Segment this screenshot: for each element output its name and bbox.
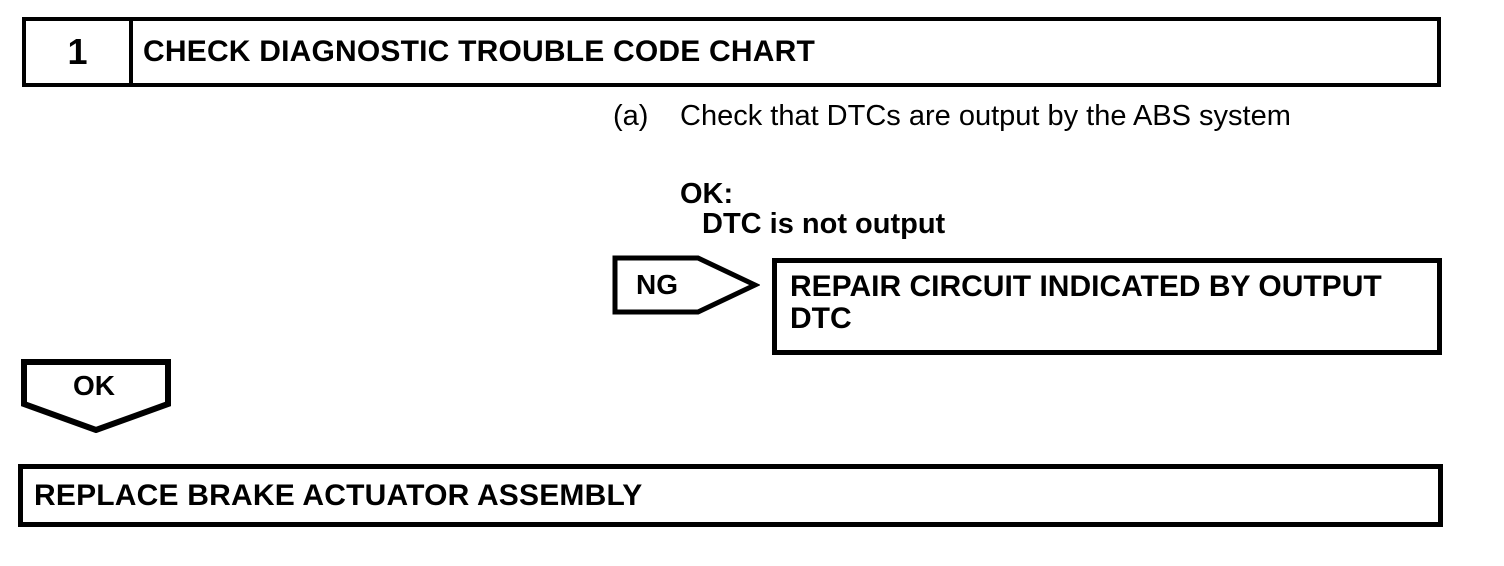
ng-arrow-icon (612, 255, 760, 315)
ok-arrow-icon (21, 359, 171, 433)
ok-action-box: REPLACE BRAKE ACTUATOR ASSEMBLY (18, 464, 1443, 527)
instruction-text: Check that DTCs are output by the ABS sy… (680, 100, 1291, 132)
ng-connector: NG (612, 254, 760, 316)
criteria-condition: DTC is not output (702, 208, 946, 240)
ng-connector-label: NG (636, 269, 678, 300)
ok-connector: OK (21, 359, 171, 433)
instruction-line: (a) Check that DTCs are output by the ABS… (613, 101, 1291, 132)
step-number-cell: 1 (26, 21, 133, 83)
step-header-box: 1 CHECK DIAGNOSTIC TROUBLE CODE CHART (22, 17, 1441, 87)
ok-connector-label: OK (73, 370, 115, 401)
step-title: CHECK DIAGNOSTIC TROUBLE CODE CHART (143, 35, 815, 68)
instruction-marker: (a) (613, 100, 649, 132)
ok-action-text: REPLACE BRAKE ACTUATOR ASSEMBLY (34, 478, 643, 512)
ng-action-box: REPAIR CIRCUIT INDICATED BY OUTPUT DTC (772, 258, 1442, 355)
step-title-cell: CHECK DIAGNOSTIC TROUBLE CODE CHART (133, 21, 1437, 83)
ng-action-text: REPAIR CIRCUIT INDICATED BY OUTPUT DTC (790, 270, 1382, 335)
criteria-label: OK: (680, 178, 734, 210)
step-number: 1 (67, 31, 88, 72)
